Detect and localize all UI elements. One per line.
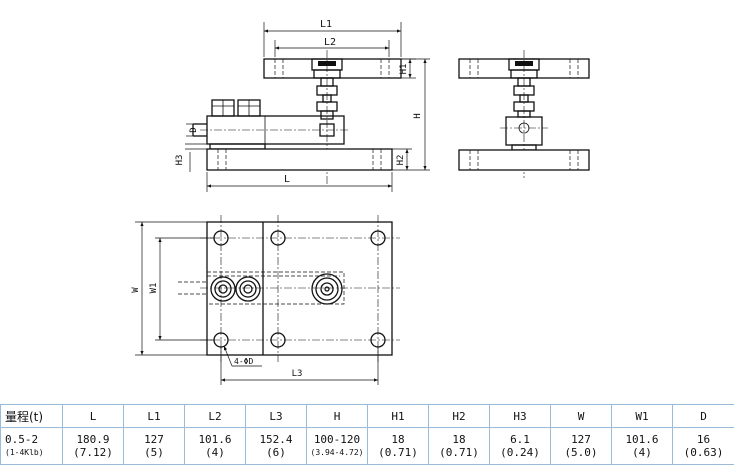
- header-H3: H3: [489, 404, 551, 428]
- dim-L1: L1: [320, 19, 332, 30]
- end-base-plate: [458, 149, 590, 171]
- dim-W: W: [131, 287, 141, 293]
- plan-view: W W1 L3 4-ΦD: [131, 215, 400, 385]
- value-metric: 152.4: [259, 433, 293, 446]
- header-L3: L3: [245, 404, 307, 428]
- side-view: L1 L2 H1 H H2 H3 D L: [175, 19, 430, 192]
- cell-capacity: 0.5-2 (1-4Klb): [0, 427, 63, 465]
- cell-H3: 6.1(0.24): [489, 427, 551, 465]
- dim-L: L: [284, 174, 290, 185]
- value-imperial: (1-4Klb): [5, 448, 44, 457]
- value-imperial: (4): [205, 446, 225, 459]
- mount-drawing: L1 L2 H1 H H2 H3 D L: [131, 19, 590, 385]
- value-imperial: (0.71): [378, 446, 418, 459]
- hole-top-mid: [270, 230, 286, 246]
- hole-top-right: [370, 230, 386, 246]
- dim-D: D: [189, 127, 199, 132]
- value-imperial: (6): [266, 446, 286, 459]
- value-metric: 18: [391, 433, 405, 446]
- header-H2: H2: [428, 404, 490, 428]
- dim-H3: H3: [175, 155, 185, 166]
- dim-holes: 4-ΦD: [234, 357, 253, 366]
- header-capacity: 量程(t): [0, 404, 63, 428]
- cell-W: 127(5.0): [550, 427, 612, 465]
- cell-L1: 127(5): [123, 427, 185, 465]
- dim-W1: W1: [149, 283, 159, 294]
- value-metric: 180.9: [76, 433, 110, 446]
- value-imperial: (3.94-4.72): [310, 448, 364, 457]
- end-view: [458, 50, 590, 178]
- header-L: L: [62, 404, 124, 428]
- value-metric: 100-120: [313, 433, 361, 446]
- cell-H1: 18(0.71): [367, 427, 429, 465]
- value-metric: 18: [452, 433, 466, 446]
- table-row: 0.5-2(1-4Klb) 180.9(7.12) 127(5) 101.6(4…: [0, 427, 734, 465]
- dim-H1: H1: [399, 64, 409, 75]
- table-header-row: 量程(t) L L1 L2 L3 H H1 H2 H3 W W1 D: [0, 404, 734, 428]
- value-imperial: (5.0): [564, 446, 598, 459]
- header-W1: W1: [611, 404, 673, 428]
- dim-H2: H2: [396, 155, 406, 166]
- header-L2: L2: [184, 404, 246, 428]
- value-metric: 16: [696, 433, 711, 446]
- value-metric: 101.6: [198, 433, 232, 446]
- value-imperial: (0.71): [439, 446, 479, 459]
- hole-bottom-mid: [270, 332, 286, 348]
- value-imperial: (5): [144, 446, 164, 459]
- header-W: W: [550, 404, 612, 428]
- header-L1: L1: [123, 404, 185, 428]
- value-imperial: (4): [632, 446, 652, 459]
- spec-table: 量程(t) L L1 L2 L3 H H1 H2 H3 W W1 D 0.5-2…: [0, 404, 734, 465]
- header-H1: H1: [367, 404, 429, 428]
- value-metric: 101.6: [625, 433, 659, 446]
- cell-D: 16(0.63): [672, 427, 734, 465]
- value-imperial: (0.63): [683, 446, 724, 459]
- side-base-plate: [206, 148, 393, 171]
- header-D: D: [672, 404, 734, 428]
- dim-L2: L2: [324, 37, 336, 48]
- cell-L2: 101.6(4): [184, 427, 246, 465]
- value-metric: 0.5-2: [5, 433, 39, 446]
- value-imperial: (7.12): [73, 446, 113, 459]
- cell-H: 100-120 (3.94-4.72): [306, 427, 368, 465]
- value-metric: 6.1: [510, 433, 530, 446]
- cell-H2: 18(0.71): [428, 427, 490, 465]
- cell-W1: 101.6(4): [611, 427, 673, 465]
- dim-H: H: [413, 113, 423, 118]
- cell-L: 180.9(7.12): [62, 427, 124, 465]
- dim-L3: L3: [292, 369, 303, 379]
- plan-plate: [206, 221, 393, 356]
- value-metric: 127: [571, 433, 591, 446]
- value-metric: 127: [144, 433, 164, 446]
- header-H: H: [306, 404, 368, 428]
- cell-L3: 152.4(6): [245, 427, 307, 465]
- value-imperial: (0.24): [500, 446, 540, 459]
